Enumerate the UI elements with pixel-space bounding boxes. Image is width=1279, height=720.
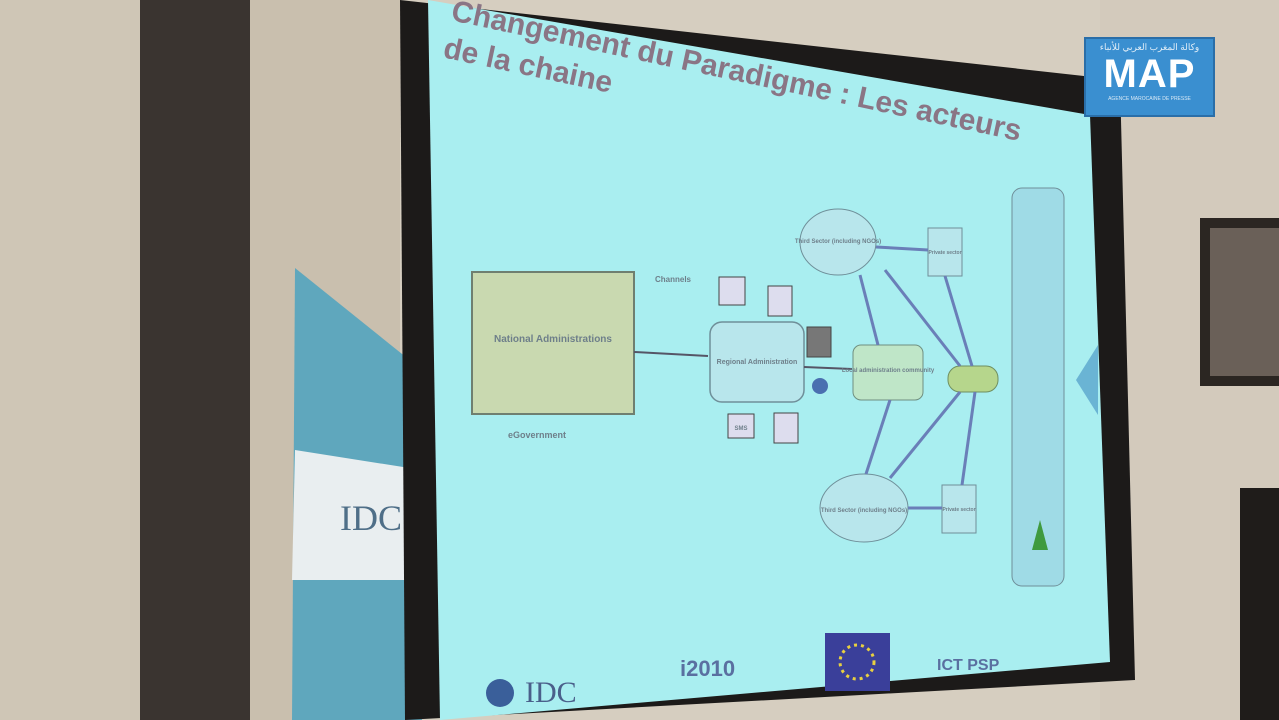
- egov-label: eGovernment: [508, 430, 566, 440]
- national-label: National Administrations: [494, 334, 612, 345]
- channels-label: Channels: [655, 275, 692, 284]
- citizen-node: [947, 365, 999, 393]
- third-sector-top: [799, 208, 877, 276]
- private-top-label: Private sector: [928, 250, 961, 256]
- map-arabic-text: وكالة المغرب العربي للأنباء: [1099, 42, 1200, 52]
- arrow: [633, 351, 709, 357]
- citizens-panel: [1011, 187, 1065, 587]
- phone-icon: [767, 285, 793, 317]
- idc-banner-band: [292, 450, 422, 580]
- regional-admin-box: [709, 321, 805, 403]
- picture: [1210, 228, 1279, 376]
- connector-arrows: [858, 245, 977, 510]
- footer-logo-ictpsp: ICT PSP: [937, 657, 1000, 674]
- sms-label: SMS: [734, 426, 747, 432]
- tv-icon: [806, 326, 832, 358]
- regional-label: Regional Administration: [717, 359, 798, 366]
- footer-logo-idc: IDC: [525, 676, 577, 709]
- tree-icon: [1032, 520, 1048, 550]
- eu-flag-icon: [825, 633, 890, 691]
- private-sector-top: [927, 227, 963, 277]
- private-bottom-label: Private sector: [942, 507, 975, 513]
- sms-icon: [727, 413, 755, 439]
- third-bottom-label: Third Sector (including NGOs): [821, 508, 907, 514]
- eu-stars: [838, 643, 876, 681]
- idc-logo-icon: [486, 679, 514, 707]
- third-top-label: Third Sector (including NGOs): [795, 239, 881, 245]
- banner-text: IDC: [340, 498, 402, 538]
- mail-icon: [718, 276, 746, 306]
- arrow: [803, 366, 853, 370]
- map-text: MAP: [1103, 52, 1196, 96]
- curtain-left: [0, 0, 140, 720]
- dark-pillar: [140, 0, 250, 720]
- kiosk-icon: [773, 412, 799, 444]
- map-watermark-logo: وكالة المغرب العربي للأنباء MAP AGENCE M…: [1084, 37, 1215, 117]
- local-admin-box: [852, 344, 924, 401]
- globe-icon: [812, 378, 828, 394]
- national-administrations-box: [471, 271, 635, 415]
- dark-object: [1240, 488, 1279, 720]
- footer-logo-i2010: i2010: [680, 656, 735, 681]
- map-subtitle: AGENCE MAROCAINE DE PRESSE: [1108, 96, 1191, 102]
- local-label: Local administration community: [842, 368, 935, 374]
- big-arrow-icon: [1076, 345, 1098, 415]
